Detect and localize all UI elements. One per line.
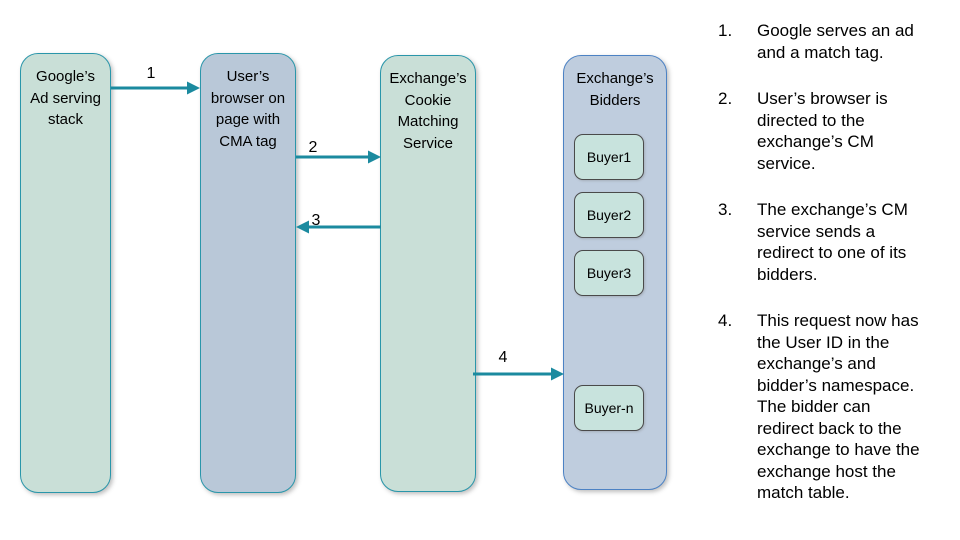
node-google-ad-serving-stack: Google’s Ad serving stack <box>20 53 111 493</box>
node-exchange-cookie-matching-service: Exchange’s Cookie Matching Service <box>380 55 476 492</box>
step-item-1: 1. Google serves an ad and a match tag. <box>718 20 948 63</box>
step-item-2: 2. User’s browser is directed to the exc… <box>718 88 948 174</box>
step-text: User’s browser is directed to the exchan… <box>757 89 888 173</box>
arrow-label-4: 4 <box>498 349 508 366</box>
node-exchange-bidders: Exchange’s Bidders Buyer1 Buyer2 Buyer3 … <box>563 55 667 490</box>
node-title: Exchange’s Cookie Matching Service <box>389 70 467 152</box>
step-item-4: 4. This request now has the User ID in t… <box>718 310 948 504</box>
step-number: 2. <box>718 89 733 108</box>
step-text: Google serves an ad and a match tag. <box>757 21 914 62</box>
node-users-browser: User’s browser on page with CMA tag <box>200 53 296 493</box>
step-item-3: 3. The exchange’s CM service sends a red… <box>718 199 948 285</box>
buyer-box: Buyer1 <box>574 134 644 180</box>
node-title: Exchange’s Bidders <box>576 70 654 109</box>
step-number: 1. <box>718 21 733 40</box>
arrow-label-3: 3 <box>311 212 321 229</box>
buyer-box: Buyer2 <box>574 192 644 238</box>
step-number: 3. <box>718 200 733 219</box>
arrow-label-1: 1 <box>146 65 156 82</box>
step-text: This request now has the User ID in the … <box>757 311 920 502</box>
node-title: Google’s Ad serving stack <box>30 68 101 128</box>
step-number: 4. <box>718 311 733 330</box>
arrow-label-2: 2 <box>308 139 318 156</box>
steps-list: 1. Google serves an ad and a match tag. … <box>718 20 948 529</box>
step-text: The exchange’s CM service sends a redire… <box>757 200 908 284</box>
arrow-3-head-icon <box>296 220 309 234</box>
node-title: User’s browser on page with CMA tag <box>210 68 286 150</box>
arrow-1-head-icon <box>187 81 200 95</box>
buyer-box: Buyer-n <box>574 385 644 431</box>
buyer-box: Buyer3 <box>574 250 644 296</box>
